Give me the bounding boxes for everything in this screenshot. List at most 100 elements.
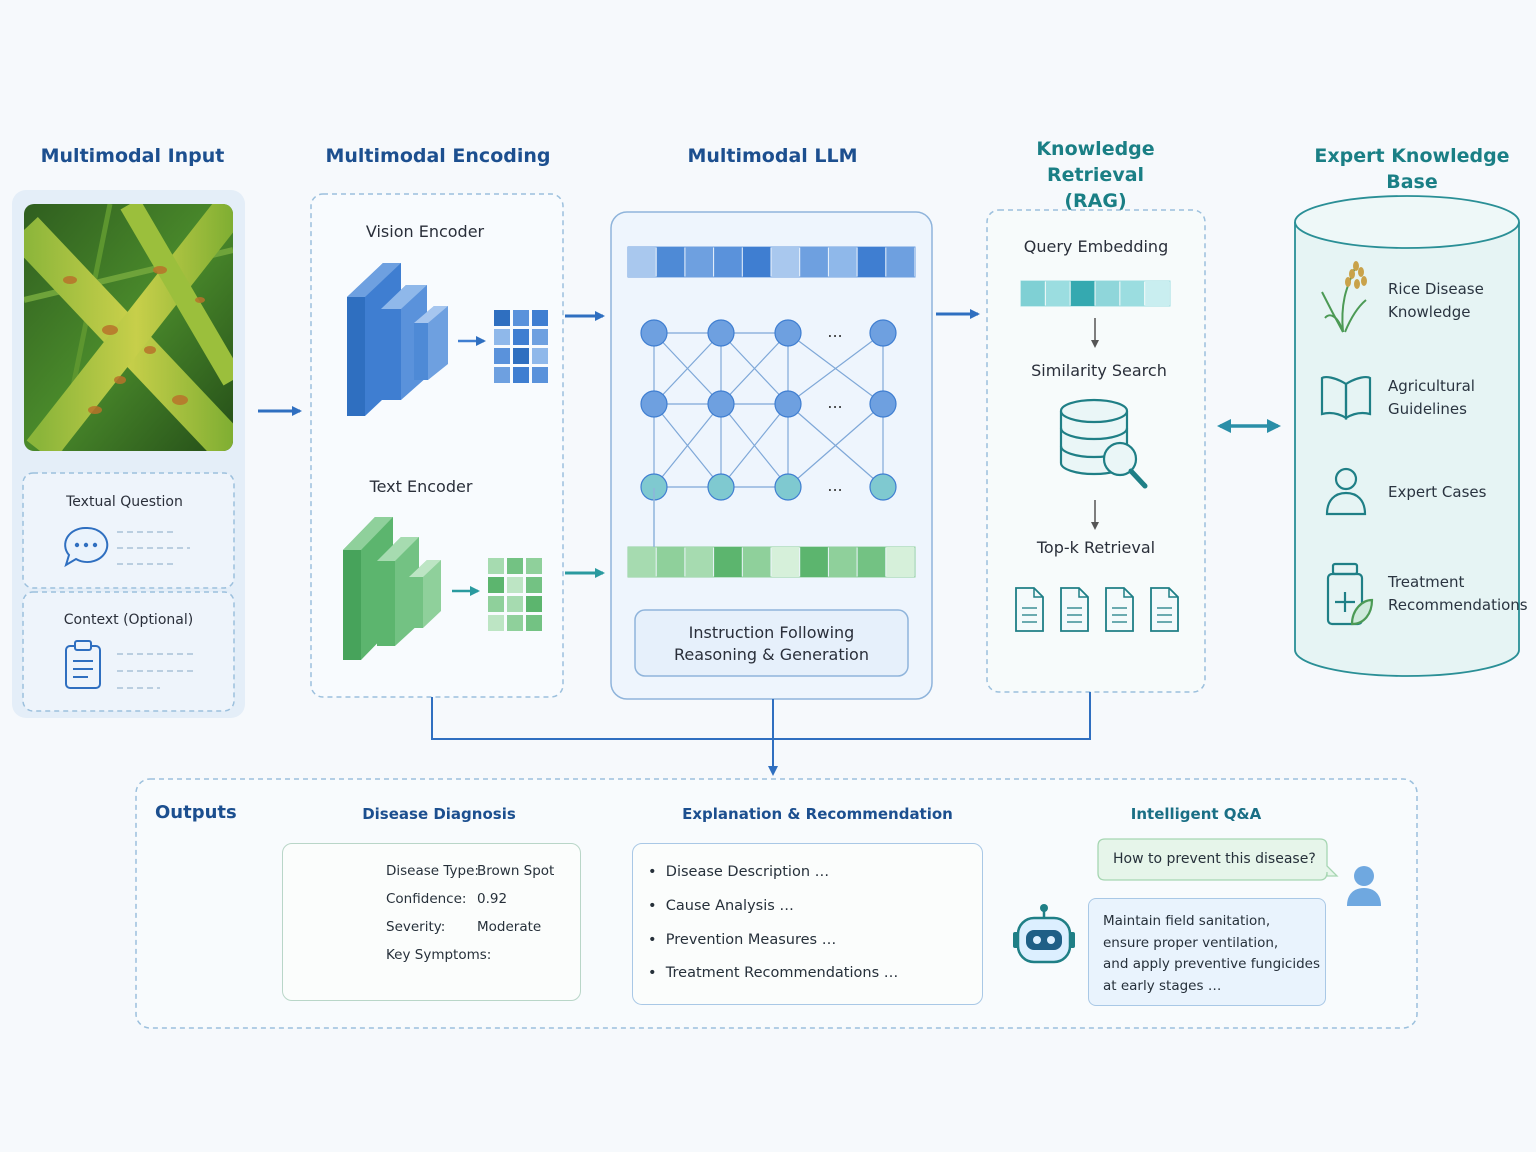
answer-line: and apply preventive fungicides (1103, 956, 1321, 972)
explanation-title: Explanation & Recommendation (682, 805, 953, 823)
knowledge-base-cylinder (1294, 195, 1520, 677)
book-icon (1320, 376, 1372, 420)
network-edge (653, 332, 722, 405)
header-expert-kb: Expert Knowledge Base (1314, 145, 1510, 193)
grid-cell (494, 348, 510, 364)
kb-item-treatment: Treatment Recommendations (1388, 571, 1528, 617)
grid-cell (513, 367, 529, 383)
token-cell (1070, 281, 1095, 306)
grid-cell (532, 329, 548, 345)
bullet-disease-description: • Disease Description … (648, 864, 830, 880)
vision-token-row (627, 246, 916, 278)
grid-cell (507, 558, 523, 574)
document-icon (1015, 587, 1044, 632)
question-text: How to prevent this disease? (1113, 851, 1316, 867)
network-ellipsis: ... (827, 476, 842, 495)
outputs-title: Outputs (155, 802, 237, 823)
bullet-prevention: • Prevention Measures … (648, 932, 837, 948)
qa-title: Intelligent Q&A (1130, 805, 1262, 823)
grid-cell (488, 596, 504, 612)
token-cell (771, 247, 800, 277)
token-cell (742, 247, 771, 277)
answer-line: Maintain field sanitation, (1103, 913, 1271, 929)
disease-type-label: Disease Type: (386, 863, 479, 879)
text-encoder-label: Text Encoder (369, 477, 473, 496)
network-node (707, 390, 735, 418)
vision-encoder-blocks (347, 263, 448, 416)
severity-value: Moderate (477, 919, 542, 935)
document-fold (1078, 588, 1088, 598)
document-fold (1168, 588, 1178, 598)
bullet-text: Disease Description … (665, 864, 830, 880)
diagnosis-box (282, 843, 581, 1001)
kb-item-treatment-line1: Treatment (1388, 573, 1465, 591)
document-icon (1105, 587, 1134, 632)
key-symptoms-label: Key Symptoms: (386, 947, 492, 963)
network-node (640, 319, 668, 347)
network-node (774, 473, 802, 501)
header-knowledge-retrieval: Knowledge Retrieval (RAG) (988, 136, 1203, 214)
bullet-treatment: • Treatment Recommendations … (648, 965, 899, 981)
network-ellipsis: ... (827, 393, 842, 412)
token-cell (828, 247, 857, 277)
bullet-text: Cause Analysis … (665, 898, 794, 914)
token-cell (1045, 281, 1070, 306)
network-node (869, 473, 897, 501)
neural-network: ......... (640, 319, 897, 501)
token-cell (886, 547, 914, 577)
rice-leaf-image (24, 204, 233, 451)
document-icon (1150, 587, 1179, 632)
token-cell (857, 247, 886, 277)
token-cell (857, 547, 886, 577)
header-retrieval-line1: Knowledge Retrieval (1036, 138, 1155, 186)
medicine-bottle-icon (1326, 562, 1374, 626)
grid-cell (513, 329, 529, 345)
grid-cell (494, 367, 510, 383)
token-cell (714, 247, 742, 277)
grid-cell (526, 558, 542, 574)
token-cell (656, 547, 685, 577)
kb-item-expert-cases: Expert Cases (1388, 481, 1486, 504)
network-edge (653, 403, 722, 488)
token-cell (800, 547, 828, 577)
query-embedding-label: Query Embedding (1023, 237, 1169, 256)
query-embedding-row (1020, 280, 1171, 307)
chat-bubble-icon (64, 526, 109, 568)
text-encoder-blocks (343, 517, 441, 660)
convergence-connector (431, 692, 1091, 776)
token-cell (771, 547, 800, 577)
header-retrieval-line2: (RAG) (1064, 190, 1127, 212)
similarity-search-label: Similarity Search (1031, 361, 1167, 380)
severity-label: Severity: (386, 919, 446, 935)
robot-icon (1013, 904, 1075, 964)
instruction-line2: Reasoning & Generation (674, 645, 869, 664)
instruction-line1: Instruction Following (688, 623, 855, 642)
answer-line: at early stages … (1103, 977, 1222, 994)
kb-item-guidelines-line2: Guidelines (1388, 400, 1467, 418)
grid-cell (507, 615, 523, 631)
kb-item-treatment-line2: Recommendations (1388, 596, 1528, 614)
vision-encoder-label: Vision Encoder (365, 222, 485, 241)
question-placeholder-lines (117, 531, 190, 565)
token-cell (1120, 281, 1145, 306)
token-cell (628, 547, 656, 577)
grid-cell (526, 615, 542, 631)
grid-cell (507, 577, 523, 593)
grid-cell (488, 558, 504, 574)
network-edge (787, 403, 884, 488)
vision-feature-grid (494, 310, 548, 383)
topk-retrieval-label: Top-k Retrieval (1036, 538, 1156, 557)
grid-cell (513, 348, 529, 364)
text-token-row (627, 546, 916, 578)
bullet-cause-analysis: • Cause Analysis … (648, 898, 794, 914)
answer-line: ensure proper ventilation, (1103, 934, 1279, 951)
grid-cell (532, 367, 548, 383)
grid-cell (526, 596, 542, 612)
document-icon (1060, 587, 1089, 632)
token-cell (1145, 281, 1169, 306)
network-ellipsis: ... (827, 322, 842, 341)
token-cell (800, 247, 828, 277)
context-label: Context (Optional) (63, 612, 194, 628)
database-search-icon (1059, 398, 1148, 489)
